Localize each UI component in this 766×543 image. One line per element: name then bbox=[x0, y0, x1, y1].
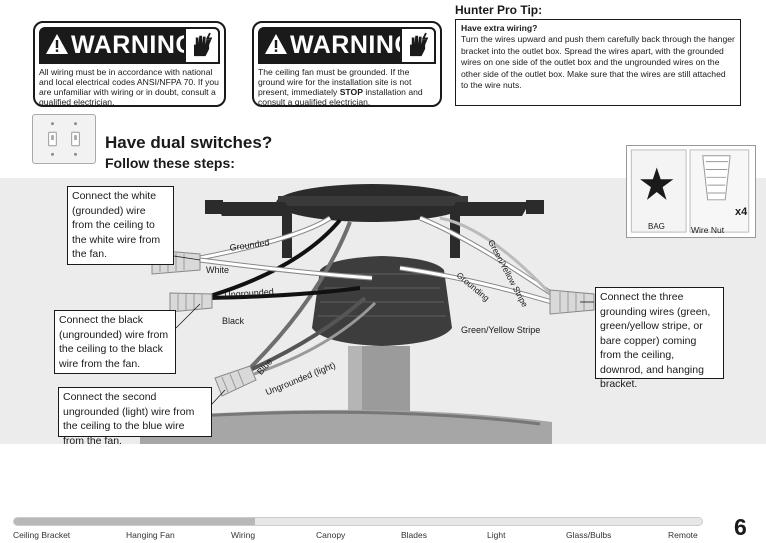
wire-nut-label: Wire Nut bbox=[691, 225, 725, 235]
bag-label: BAG bbox=[648, 222, 665, 231]
section-subheading: Follow these steps: bbox=[105, 155, 235, 171]
bag-icon bbox=[630, 149, 687, 233]
step-remote: Remote bbox=[668, 530, 698, 540]
step-wiring: Wiring bbox=[231, 530, 256, 540]
step-glass-bulbs: Glass/Bulbs bbox=[566, 530, 612, 540]
step-light: Light bbox=[487, 530, 506, 540]
hanging-bracket-right bbox=[450, 202, 530, 258]
warning-text: All wiring must be in accordance with na… bbox=[39, 67, 219, 107]
fan-wiring-diagram bbox=[140, 184, 595, 444]
black-wire-fan bbox=[209, 286, 361, 300]
section-heading: Have dual switches? bbox=[105, 133, 273, 152]
wire-nut-black bbox=[169, 292, 213, 313]
hanging-bracket-left bbox=[215, 202, 292, 258]
ground-wire-ceiling bbox=[419, 216, 556, 298]
white-wire-fan bbox=[199, 258, 373, 280]
section-steps-nav: Ceiling Bracket Hanging Fan Wiring Canop… bbox=[0, 530, 720, 542]
fan-motor-housing bbox=[312, 256, 452, 346]
protip-title: Have extra wiring? bbox=[461, 23, 538, 33]
page-number: 6 bbox=[734, 514, 747, 540]
warning-title: WARNING bbox=[290, 31, 415, 59]
blue-wire-fan bbox=[249, 296, 367, 372]
step-canopy: Canopy bbox=[316, 530, 346, 540]
progress-fill bbox=[14, 518, 255, 525]
label-white: White bbox=[206, 265, 230, 275]
shock-hazard-icon bbox=[184, 27, 220, 64]
shock-hazard-icon bbox=[400, 27, 436, 64]
ground-wire-downrod bbox=[399, 266, 553, 304]
warning-box-grounding: WARNING The ceiling fan must be grounded… bbox=[252, 21, 442, 107]
step-hanging-fan: Hanging Fan bbox=[126, 530, 175, 540]
warning-text-part: installation and consult a qualified ele… bbox=[258, 87, 423, 107]
wire-nut-blue bbox=[214, 365, 257, 397]
callout-white-wire: Connect the white (grounded) wire from t… bbox=[67, 186, 174, 265]
warning-title: WARNING bbox=[71, 31, 196, 59]
callout-blue-wire: Connect the second ungrounded (light) wi… bbox=[58, 387, 212, 447]
dual-switch-plate-icon bbox=[32, 114, 96, 164]
star-icon bbox=[640, 167, 674, 200]
protip-box: Have extra wiring? Turn the wires upward… bbox=[455, 19, 741, 106]
warning-text: The ceiling fan must be grounded. If the… bbox=[254, 64, 440, 107]
label-green-yellow-stripe: Green/Yellow Stripe bbox=[461, 325, 541, 335]
wire-nut-quantity: x4 bbox=[735, 206, 748, 218]
callout-black-wire: Connect the black (ungrounded) wire from… bbox=[54, 310, 176, 374]
black-wire-ceiling bbox=[209, 218, 342, 298]
callout-grounding-wires: Connect the three grounding wires (green… bbox=[595, 287, 724, 390]
warning-box-wiring-codes: WARNING All wiring must be in accordance… bbox=[33, 21, 226, 107]
white-wire-ceiling bbox=[199, 216, 331, 260]
warning-text-stop: STOP bbox=[339, 87, 363, 97]
light-wire-ceiling bbox=[248, 221, 352, 370]
protip-text: Turn the wires upward and push them care… bbox=[461, 34, 735, 91]
protip-heading: Hunter Pro Tip: bbox=[455, 3, 543, 17]
ground-wire-bracket bbox=[439, 216, 558, 302]
wire-nut-ground bbox=[549, 289, 595, 315]
fan-canopy bbox=[140, 409, 552, 444]
label-black: Black bbox=[222, 316, 245, 326]
section-progress-bar bbox=[13, 517, 703, 526]
warning-triangle-icon bbox=[265, 34, 287, 54]
parts-box: BAG Wire Nut x4 bbox=[626, 145, 756, 238]
warning-triangle-icon bbox=[46, 34, 68, 54]
step-ceiling-bracket: Ceiling Bracket bbox=[13, 530, 71, 540]
step-blades: Blades bbox=[401, 530, 427, 540]
warning-text-part: The ceiling fan must be grounded. If the… bbox=[258, 67, 412, 97]
